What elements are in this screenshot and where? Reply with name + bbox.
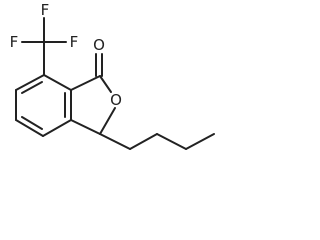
bond-butyl-4	[185, 133, 215, 150]
bond-ring-c7a-c7	[43, 74, 72, 91]
bond-o2-c3	[99, 107, 116, 135]
chemical-structure: F F F O O	[10, 1, 215, 150]
bond-ring-c4-c3a	[42, 119, 72, 137]
bond-ring-c7-c6	[15, 74, 45, 91]
bond-aromatic-inner-1	[21, 81, 43, 94]
bond-butyl-2	[129, 133, 158, 150]
bond-c7a-c1	[70, 75, 101, 91]
fluorine-right-label: F	[70, 33, 79, 51]
ring-oxygen-label: O	[110, 91, 122, 109]
bond-c1-o2	[99, 75, 112, 93]
bond-c3-c3a	[70, 119, 101, 135]
bond-butyl-3	[156, 133, 187, 150]
fluorine-left-label: F	[10, 33, 19, 51]
carbonyl-oxygen-label: O	[93, 36, 105, 54]
fluorine-top-label: F	[41, 1, 50, 19]
bond-ring-c5-c4	[15, 119, 44, 137]
bond-butyl-1	[99, 133, 131, 150]
bond-aromatic-inner-2	[21, 116, 43, 130]
